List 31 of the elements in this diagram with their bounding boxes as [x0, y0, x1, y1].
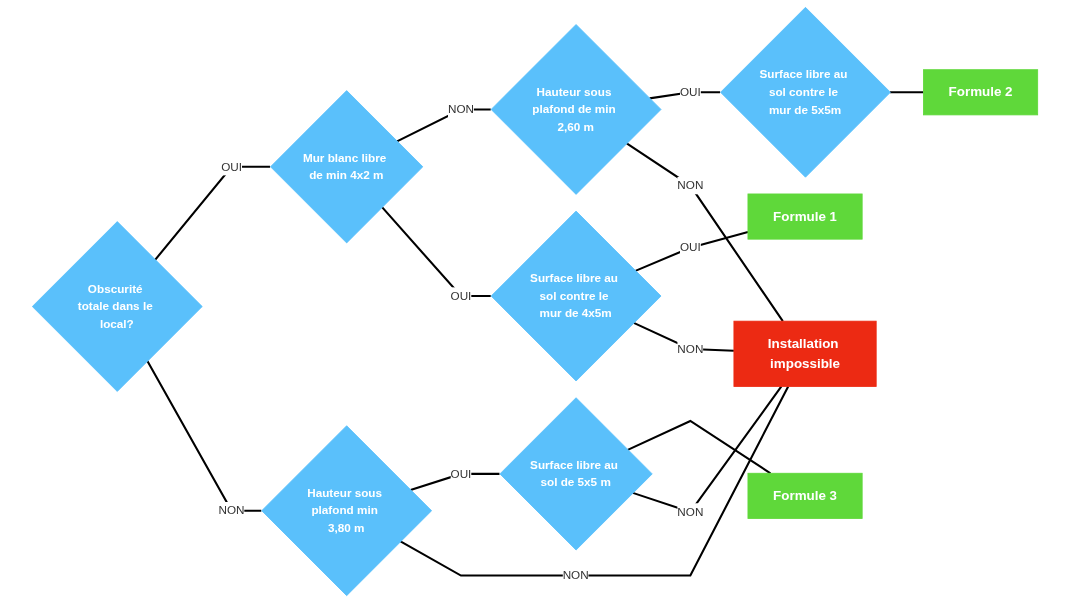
edge-label: OUI [221, 159, 242, 174]
node-diamond: Surface libre au sol contre le mur de 5x5m [720, 6, 891, 178]
edge-label: OUI [450, 466, 472, 481]
connector [381, 206, 491, 298]
edge-label: NON [677, 178, 704, 192]
connector [635, 231, 749, 272]
node-diamond: Surface libre au sol de 5x5 m [499, 397, 653, 551]
edge-label: NON [562, 568, 589, 582]
node-box: Formule 3 [747, 472, 863, 519]
node-diamond: Hauteur sous plafond de min 2,60 m [490, 24, 662, 195]
edge-label: NON [677, 504, 704, 519]
connector [890, 91, 924, 94]
edge-label: OUI [679, 85, 701, 99]
connector [626, 142, 784, 322]
edge-label: NON [218, 503, 245, 517]
connector [400, 385, 790, 577]
node-diamond: Obscurité totale dans le local? [31, 221, 203, 392]
node-box: Formule 1 [747, 193, 863, 240]
connector [627, 419, 772, 475]
edge-label: NON [677, 341, 704, 356]
node-diamond: Mur blanc libre de min 4x2 m [270, 90, 424, 244]
edge-label: OUI [450, 288, 472, 303]
node-box: Formule 2 [923, 69, 1039, 116]
node-diamond: Hauteur sous plafond min 3,80 m [261, 425, 433, 597]
edge-label: NON [447, 102, 474, 116]
node-box: Installation impossible [733, 320, 877, 387]
node-diamond: Surface libre au sol contre le mur de 4x5m [490, 210, 662, 382]
connector [410, 472, 500, 492]
connector [146, 360, 262, 512]
connector [154, 165, 271, 261]
edge-label: OUI [679, 240, 701, 255]
